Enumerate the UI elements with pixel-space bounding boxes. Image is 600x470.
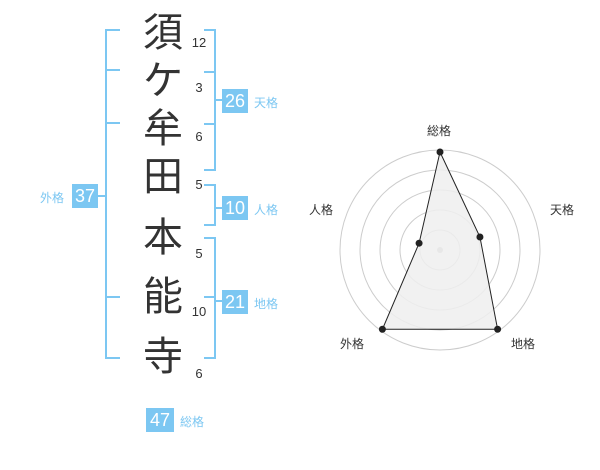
radar-point-0: [436, 148, 444, 156]
tenkaku-label: 天格: [254, 96, 279, 110]
radar-series-polygon: [381, 150, 499, 330]
given-char-1: 本: [143, 215, 183, 261]
chikaku-label: 地格: [254, 297, 279, 311]
stroke-count: 6: [195, 366, 203, 381]
surname-char-1: 須: [143, 10, 183, 56]
surname-char-2: ケ: [143, 58, 183, 104]
radar-axis-label-soukaku: 総格: [427, 124, 452, 138]
radar-point-2: [494, 325, 502, 333]
tenkaku-score-badge: 26: [222, 89, 248, 113]
surname-char-3: 牟: [143, 106, 183, 152]
stroke-count: 6: [195, 129, 203, 144]
chikaku-score-badge: 21: [222, 290, 248, 314]
stroke-count: 10: [191, 304, 207, 319]
radar-point-1: [476, 233, 484, 241]
given-char-2: 能: [143, 274, 183, 320]
stroke-count: 5: [195, 177, 203, 192]
given-char-3: 寺: [143, 334, 183, 380]
jinkaku-label: 人格: [254, 203, 279, 217]
stroke-count: 3: [195, 80, 203, 95]
surname-char-4: 田: [143, 154, 183, 200]
jinkaku-score-badge: 10: [222, 196, 248, 220]
soukaku-label: 総格: [180, 415, 205, 429]
radar-point-3: [378, 325, 386, 333]
radar-axis-label-gaikaku: 外格: [340, 337, 365, 351]
radar-axis-label-tenkaku: 天格: [550, 203, 575, 217]
radar-axis-label-chikaku: 地格: [511, 337, 536, 351]
soukaku-score-badge: 47: [146, 408, 174, 432]
radar-point-4: [415, 239, 423, 247]
radar-axis-label-jinkaku: 人格: [309, 203, 334, 217]
stroke-count: 5: [195, 246, 203, 261]
gaikaku-score-badge: 37: [72, 184, 98, 208]
stroke-count: 12: [191, 35, 207, 50]
gaikaku-label: 外格: [40, 191, 65, 205]
